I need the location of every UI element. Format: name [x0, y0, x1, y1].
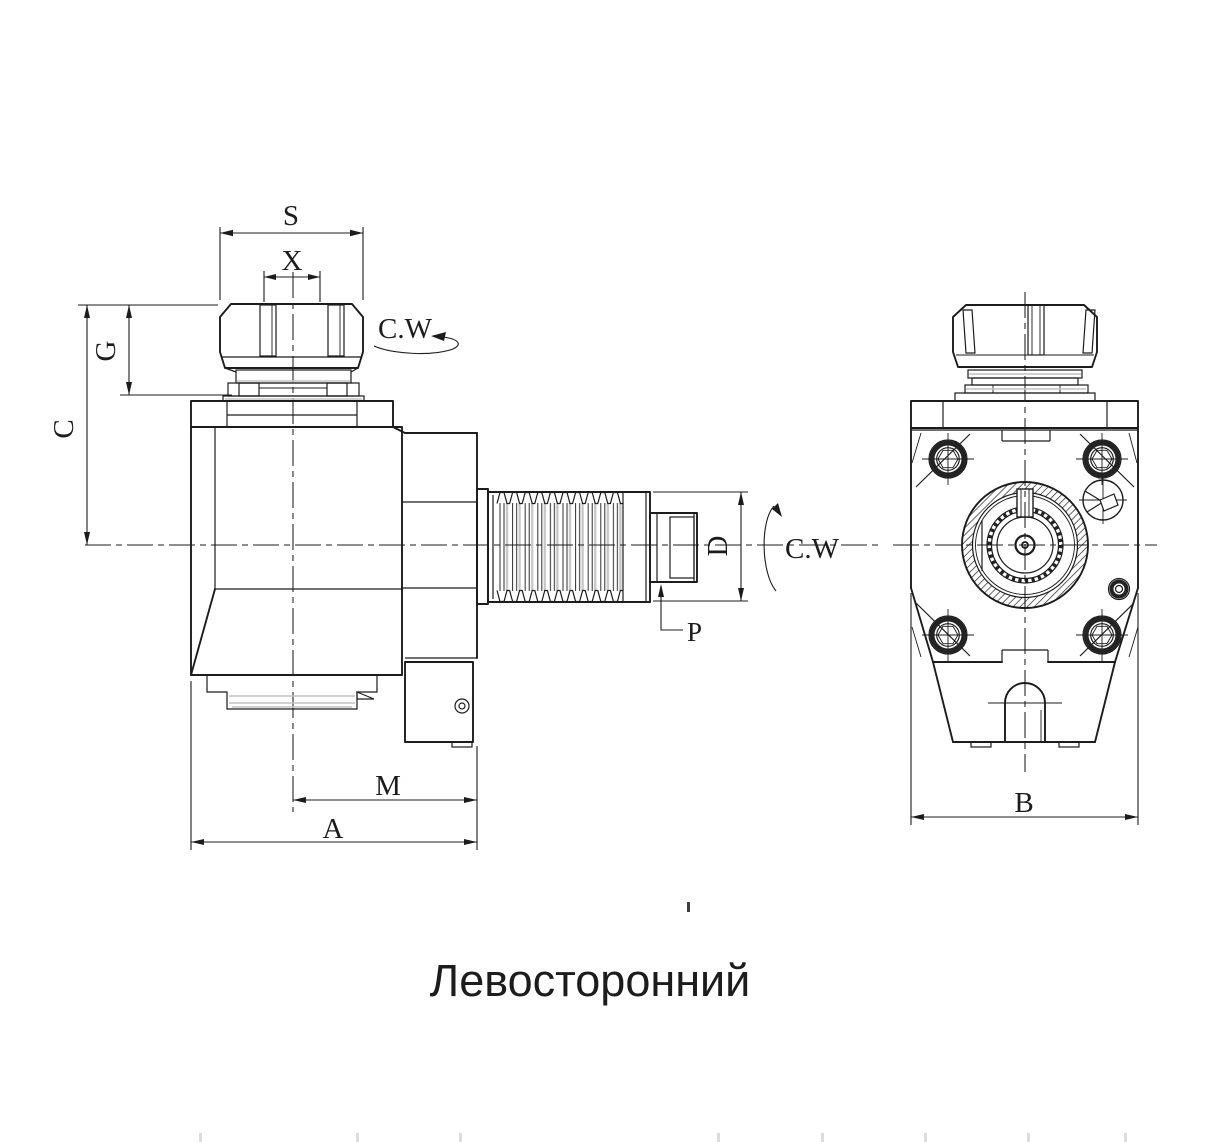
label-rotation-cw-top: C.W [378, 313, 433, 345]
dimension-lines [78, 227, 1139, 850]
thread-profile-bottom [496, 589, 623, 603]
label-dim-s: S [283, 200, 299, 232]
screw-top-left [922, 433, 974, 485]
labels: S X G C C.W D C.W P M A B Левосторонний [48, 200, 1034, 1006]
label-dim-d: D [702, 536, 734, 557]
rotation-arc-top [373, 336, 459, 354]
cropped-table-ticks [199, 1133, 1127, 1142]
screenshot-artifacts [199, 902, 1127, 1142]
clamp-block [404, 661, 474, 748]
rotation-arc-right [763, 505, 777, 592]
nut-slot-front-right [1082, 309, 1096, 354]
side-view [190, 303, 698, 748]
nut-slot-right [327, 304, 345, 357]
clamp-screw-hole [454, 698, 470, 714]
side-pin-hole [1107, 577, 1131, 601]
shank-collar [476, 488, 489, 605]
gray-shading-lines [225, 373, 1086, 708]
collet-nut-front [952, 304, 1098, 368]
label-dim-x: X [282, 245, 303, 277]
ink-layer [78, 227, 1157, 850]
nut-slot-front-left [962, 309, 976, 354]
nut-slot-front-middle [1027, 304, 1045, 356]
drawing-caption: Левосторонний [430, 955, 751, 1006]
arrowheads [84, 229, 1138, 845]
top-flange-side [190, 400, 394, 428]
label-dim-b: B [1014, 787, 1033, 819]
shank-pilot-cylinder [649, 512, 698, 583]
screw-top-right [1076, 433, 1128, 485]
adjustment-cam-hole [1079, 476, 1127, 524]
collet-nut-side [219, 303, 364, 369]
spline-serration-tip [669, 516, 695, 579]
label-rotation-cw-right: C.W [785, 533, 840, 565]
label-dim-p: P [687, 617, 702, 647]
leader-line-p [660, 586, 683, 631]
body-face-front [910, 427, 1139, 748]
label-dim-a: A [323, 813, 344, 845]
bottom-insert-side [206, 675, 378, 710]
centerlines [85, 272, 1157, 812]
shank-housing-extension [392, 426, 478, 659]
label-dim-g: G [90, 340, 122, 361]
label-dim-m: M [375, 770, 401, 802]
nut-slot-left [259, 304, 277, 357]
label-dim-c: C [48, 419, 80, 438]
vdi-shank-side [476, 488, 698, 605]
main-body-side [190, 426, 403, 676]
thread-shading [497, 503, 623, 591]
thread-profile-top [496, 491, 623, 505]
